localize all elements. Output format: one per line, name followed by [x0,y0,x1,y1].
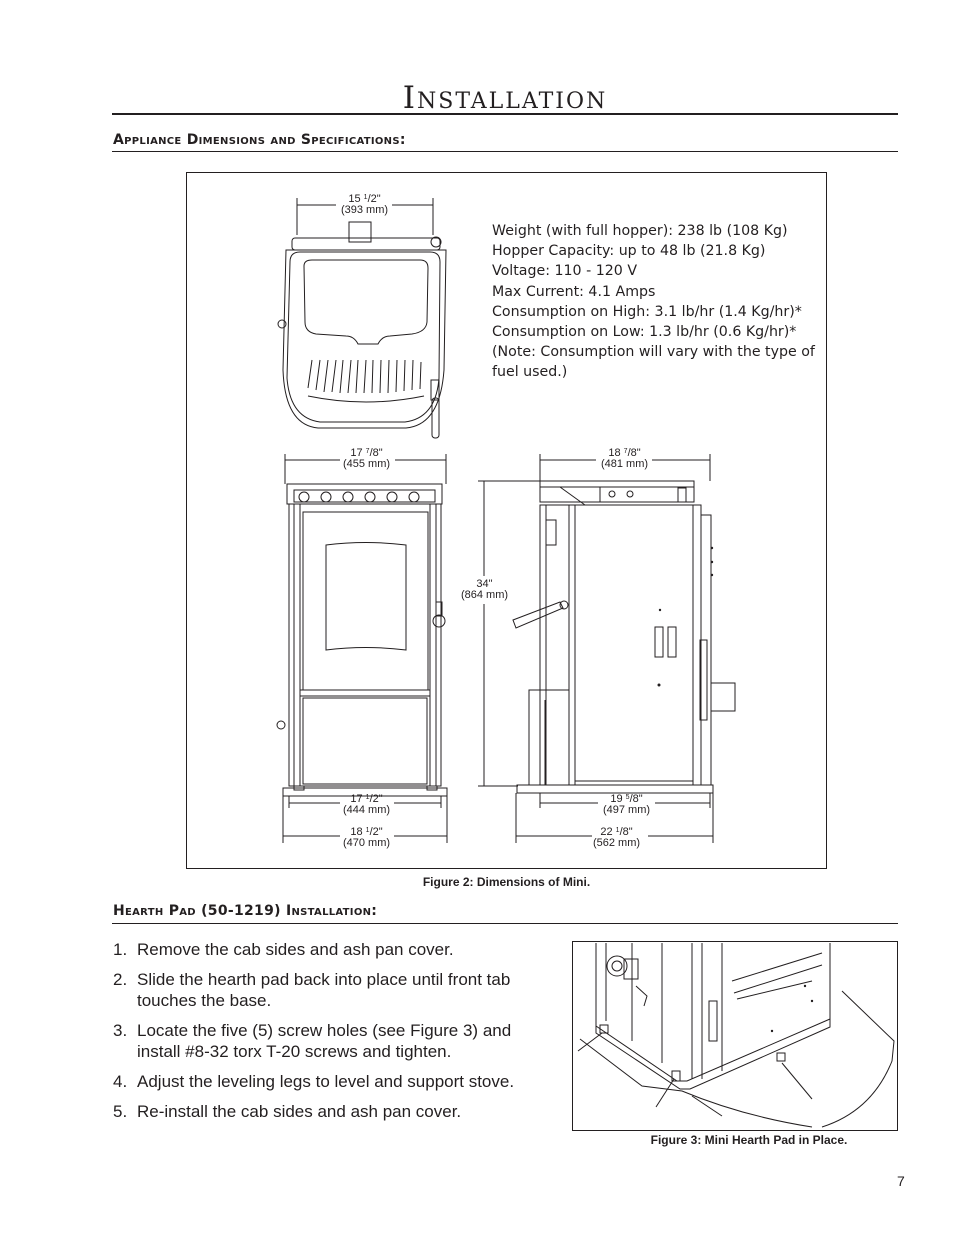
dim-top-width: 15 1/2" (393 mm) [340,193,389,216]
height-dimension [478,481,540,786]
figure-2-frame [186,172,827,869]
installation-steps: 1.Remove the cab sides and ash pan cover… [113,939,559,1131]
list-item: 4.Adjust the leveling legs to level and … [113,1072,515,1091]
figure-3-hearth-pad-illustration [572,941,898,1131]
spec-line: Hopper Capacity: up to 48 lb (21.8 Kg) [492,243,766,260]
spec-line: fuel used.) [492,364,568,381]
spec-line: Voltage: 110 - 120 V [492,263,638,280]
spec-line: Consumption on High: 3.1 lb/hr (1.4 Kg/h… [492,303,802,320]
list-item: 3.Locate the five (5) screw holes (see F… [113,1021,512,1061]
specifications-list: Weight (with full hopper): 238 lb (108 K… [492,221,815,383]
stove-top-view [278,198,446,438]
section-heading-hearth-pad: Hearth Pad (50-1219) Installation: [113,903,378,919]
spec-line: (Note: Consumption will vary with the ty… [492,344,815,361]
list-item: 2.Slide the hearth pad back into place u… [113,970,511,1010]
section-rule [112,151,898,152]
list-item: 5.Re-install the cab sides and ash pan c… [113,1102,462,1121]
page-number: 7 [897,1173,905,1189]
page-title: Installation [402,80,608,116]
dim-front-base-width: 17 1/2" (444 mm) [342,793,391,816]
figure-3-caption: Figure 3: Mini Hearth Pad in Place. [650,1133,848,1147]
dim-front-top-width: 17 7/8" (455 mm) [342,447,391,470]
stove-side-view [513,454,735,843]
list-item: 1.Remove the cab sides and ash pan cover… [113,940,454,959]
dim-front-pad-width: 18 1/2" (470 mm) [342,826,391,849]
dim-height: 34" (864 mm) [460,578,509,601]
title-rule [112,113,898,115]
section-rule [112,923,898,924]
stove-front-view [277,454,447,843]
dim-side-base-depth: 19 5/8" (497 mm) [602,793,651,816]
spec-line: Max Current: 4.1 Amps [492,283,656,300]
section-heading-dimensions: Appliance Dimensions and Specifications: [113,132,406,148]
spec-line: Consumption on Low: 1.3 lb/hr (0.6 Kg/hr… [492,324,797,341]
dim-side-top-depth: 18 7/8" (481 mm) [600,447,649,470]
dim-side-pad-depth: 22 1/8" (562 mm) [592,826,641,849]
figure-2-caption: Figure 2: Dimensions of Mini. [422,875,591,889]
spec-line: Weight (with full hopper): 238 lb (108 K… [492,223,788,239]
